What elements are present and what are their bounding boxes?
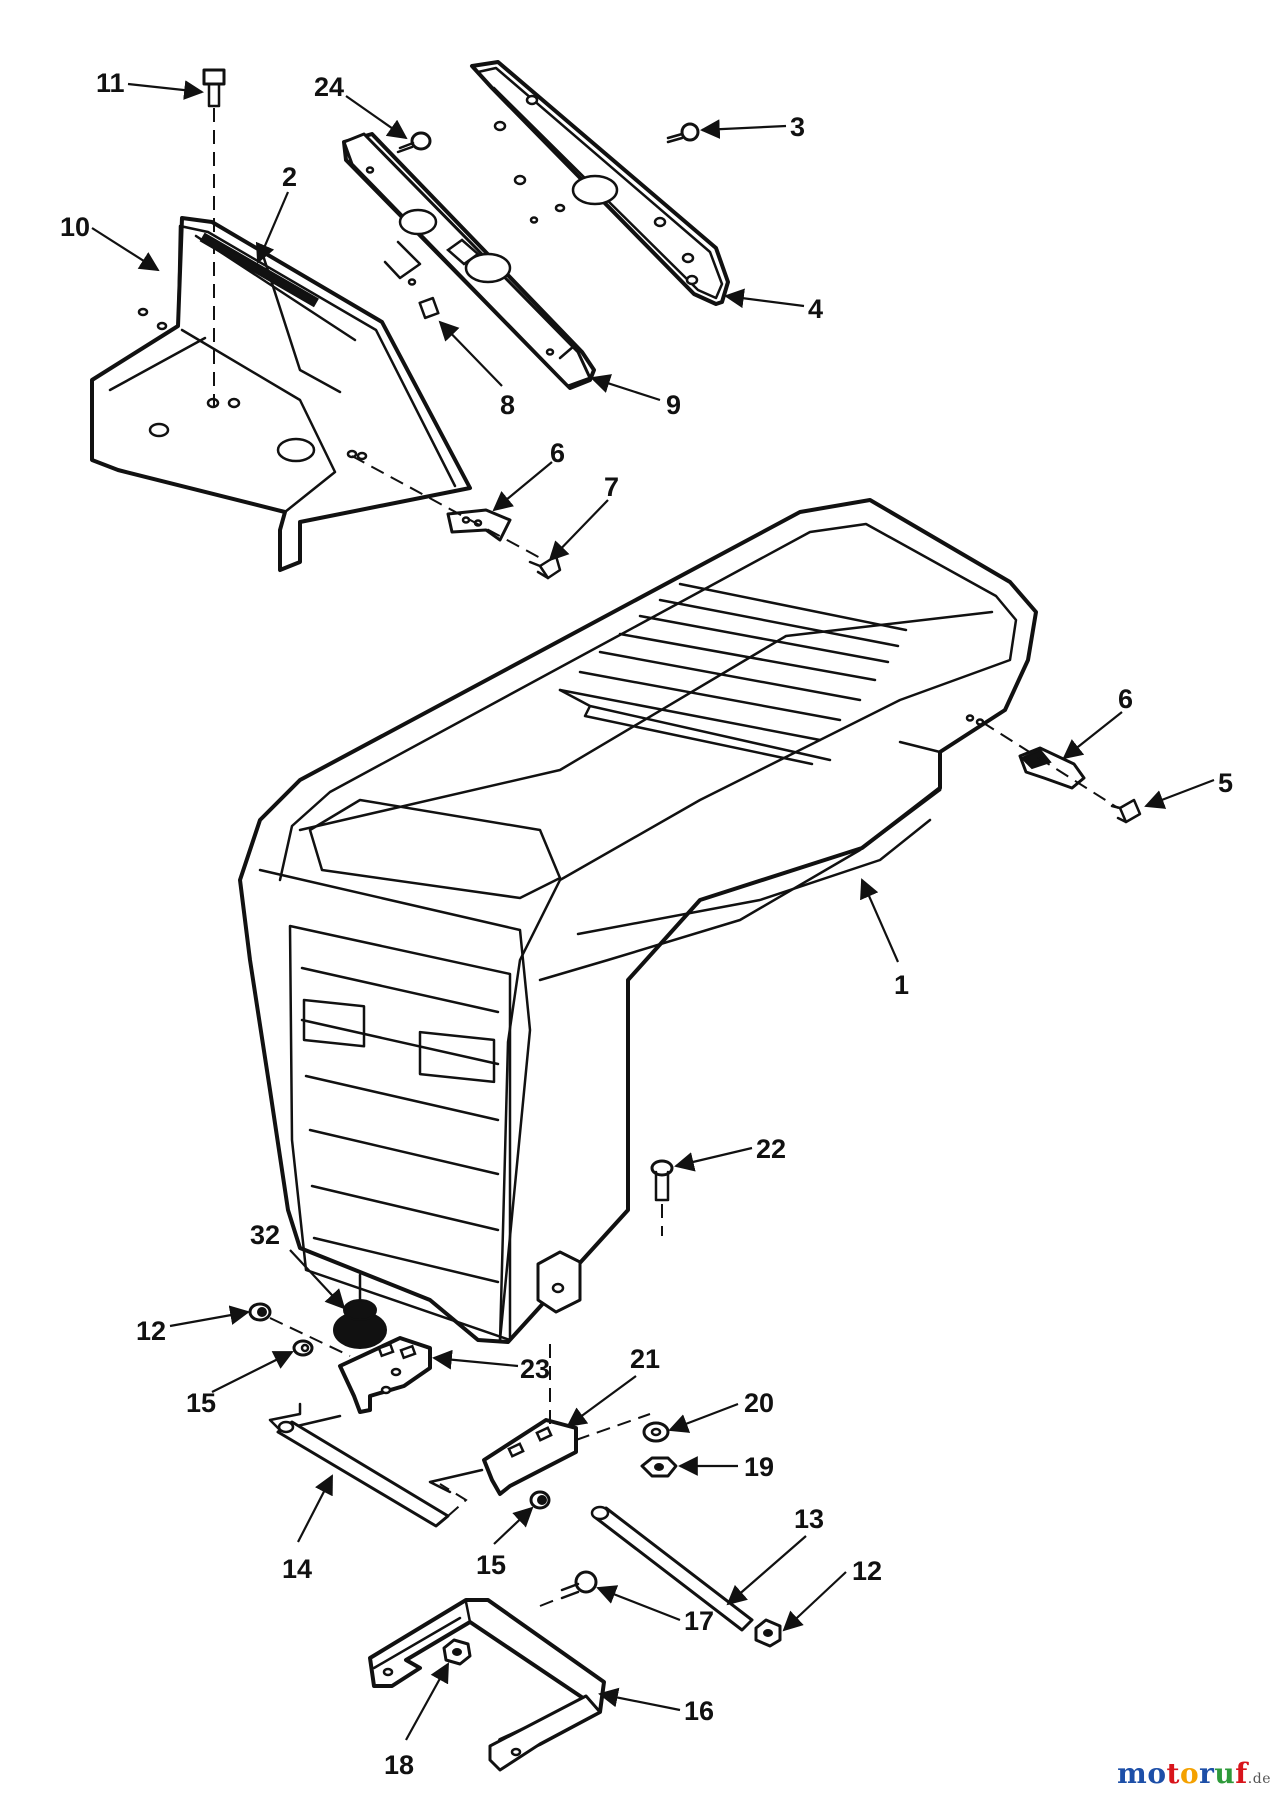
callout-17: 17 [684,1606,714,1636]
callout-5: 5 [1218,768,1233,798]
callout-13: 13 [794,1504,824,1534]
decal-4 [470,60,730,306]
callout-14: 14 [282,1554,312,1584]
callout-16: 16 [684,1696,714,1726]
callout-labels: 11 2 10 24 3 4 9 8 6 7 6 5 1 22 32 12 15… [60,68,1233,1780]
bumper-32 [333,1273,387,1349]
leader-lines [91,80,1215,1741]
hood-1 [238,498,1038,1344]
callout-18: 18 [384,1750,414,1780]
callout-10: 10 [60,212,90,242]
bolt-11 [202,68,226,410]
washer-15-left [292,1339,314,1357]
callout-4: 4 [808,294,823,324]
callout-2: 2 [282,162,297,192]
callout-8: 8 [500,390,515,420]
callout-24: 24 [314,72,344,102]
watermark-logo: motoruf.de [1117,1757,1271,1790]
callout-7: 7 [604,472,619,502]
screw-24 [396,131,432,154]
bolt-22 [650,1159,674,1236]
support-bracket-16 [368,1598,606,1772]
instrument-plate-9 [342,132,596,390]
callout-15-left: 15 [186,1388,216,1418]
callout-21: 21 [630,1344,660,1374]
callout-12-left: 12 [136,1316,166,1346]
watermark-tld: .de [1247,1771,1271,1787]
callout-20: 20 [744,1388,774,1418]
callout-11: 11 [96,68,125,98]
nut-20 [642,1421,670,1443]
callout-19: 19 [744,1452,774,1482]
latch-6-right [981,721,1119,809]
nut-12-right [754,1618,782,1648]
rod-13 [590,1505,754,1632]
hinge-bracket-23 [268,1336,432,1432]
screw-3 [666,122,700,144]
nut-19 [640,1456,678,1478]
callout-3: 3 [790,112,805,142]
callout-6-upper: 6 [550,438,565,468]
nut-18 [442,1638,472,1666]
callout-32: 32 [250,1220,280,1250]
screw-5 [1110,798,1142,824]
callout-1: 1 [894,970,909,1000]
bolt-17 [539,1570,598,1607]
callout-12-right: 12 [852,1556,882,1586]
hinge-bracket-21 [428,1344,651,1496]
callout-23: 23 [520,1354,550,1384]
screw-7 [528,554,562,580]
latch-6-upper [351,455,545,561]
washer-15-right [529,1490,551,1510]
nut-12-left [248,1302,351,1357]
rod-14 [276,1420,468,1528]
callout-22: 22 [756,1134,786,1164]
callout-6-right: 6 [1118,684,1133,714]
callout-9: 9 [666,390,681,420]
dash-support-bracket [90,216,472,572]
callout-15-right: 15 [476,1550,506,1580]
